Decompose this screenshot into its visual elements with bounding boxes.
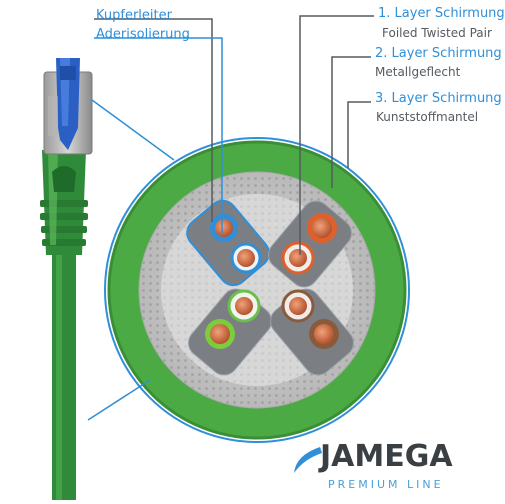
label-aderisolierung: Aderisolierung [96, 27, 190, 42]
callout-lines [94, 15, 374, 255]
rj45-plug [43, 58, 93, 155]
label-layer2-title: 2. Layer Schirmung [375, 46, 502, 61]
label-layer1-subtitle: Foiled Twisted Pair [382, 26, 492, 40]
leader-layer2 [331, 56, 371, 188]
wire-pair-green [188, 288, 272, 376]
brand-tagline: PREMIUM LINE [328, 478, 444, 491]
leader-layer3 [347, 101, 371, 168]
wire-pair-orange [268, 200, 352, 288]
cable-cross-section [104, 137, 410, 443]
wire-pair-brown [270, 288, 354, 376]
leader-aderisolierung [94, 37, 223, 234]
label-kupferleiter: Kupferleiter [96, 8, 172, 23]
brand-logo: JAMEGA PREMIUM LINE [290, 437, 500, 500]
label-layer2-subtitle: Metallgeflecht [375, 65, 461, 79]
brand-name: JAMEGA [320, 439, 453, 474]
label-layer3-subtitle: Kunststoffmantel [376, 110, 479, 124]
swoosh-icon [294, 447, 322, 473]
label-layer3-title: 3. Layer Schirmung [375, 91, 502, 106]
leader-kupferleiter [94, 18, 213, 222]
strain-relief-boot [40, 150, 88, 255]
leader-layer1 [299, 15, 374, 255]
wire-pair-blue [186, 199, 270, 287]
label-layer1-title: 1. Layer Schirmung [378, 6, 505, 21]
outer-ring [104, 137, 410, 443]
cable-jacket [52, 250, 76, 500]
zoom-lines [87, 99, 175, 421]
patch-cable [40, 58, 93, 500]
